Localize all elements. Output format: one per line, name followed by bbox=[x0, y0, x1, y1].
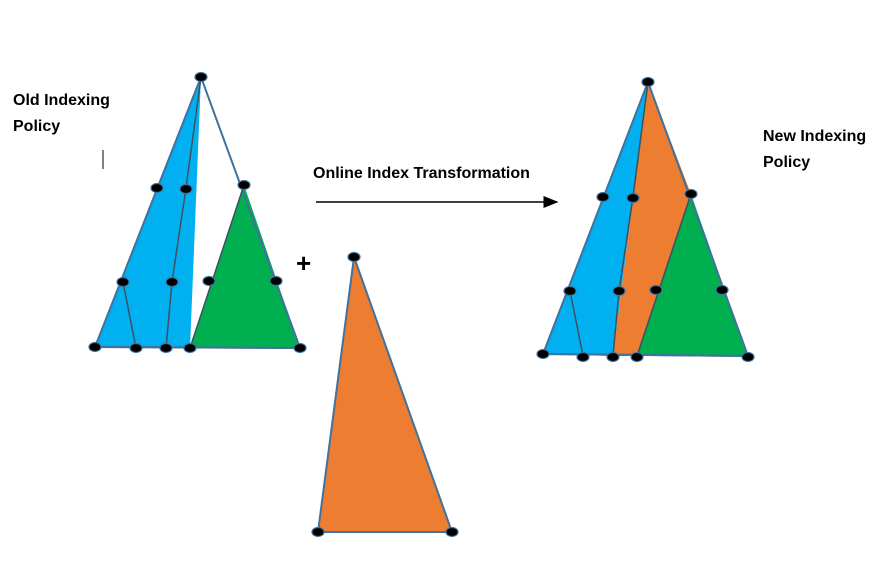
new-indexing-policy-label: New Indexing Policy bbox=[763, 128, 867, 171]
old-inner-line-2 bbox=[189, 184, 245, 349]
old-inner-line-1 bbox=[165, 76, 202, 349]
new-nodes bbox=[536, 76, 755, 363]
old-policy-triangle bbox=[88, 71, 307, 354]
new-base-line bbox=[542, 353, 749, 357]
old-green-region bbox=[190, 185, 300, 348]
old-indexing-policy-label: Old Indexing Policy bbox=[13, 92, 110, 135]
old-inner-line-3 bbox=[122, 281, 137, 349]
added-orange-triangle bbox=[311, 251, 459, 538]
orange-nodes bbox=[311, 251, 459, 538]
new-orange-region bbox=[613, 82, 691, 356]
plus-sign: + bbox=[296, 248, 312, 278]
online-index-transformation-label: Online Index Transformation bbox=[313, 165, 530, 182]
old-base-line bbox=[94, 346, 301, 349]
new-inner-line-2 bbox=[636, 193, 692, 357]
new-inner-line-1 bbox=[612, 81, 649, 357]
old-nodes bbox=[88, 71, 307, 354]
new-inner-line-3 bbox=[569, 290, 584, 357]
orange-triangle-shape bbox=[316, 256, 454, 533]
new-policy-triangle bbox=[536, 76, 755, 363]
new-green-region bbox=[637, 194, 748, 356]
